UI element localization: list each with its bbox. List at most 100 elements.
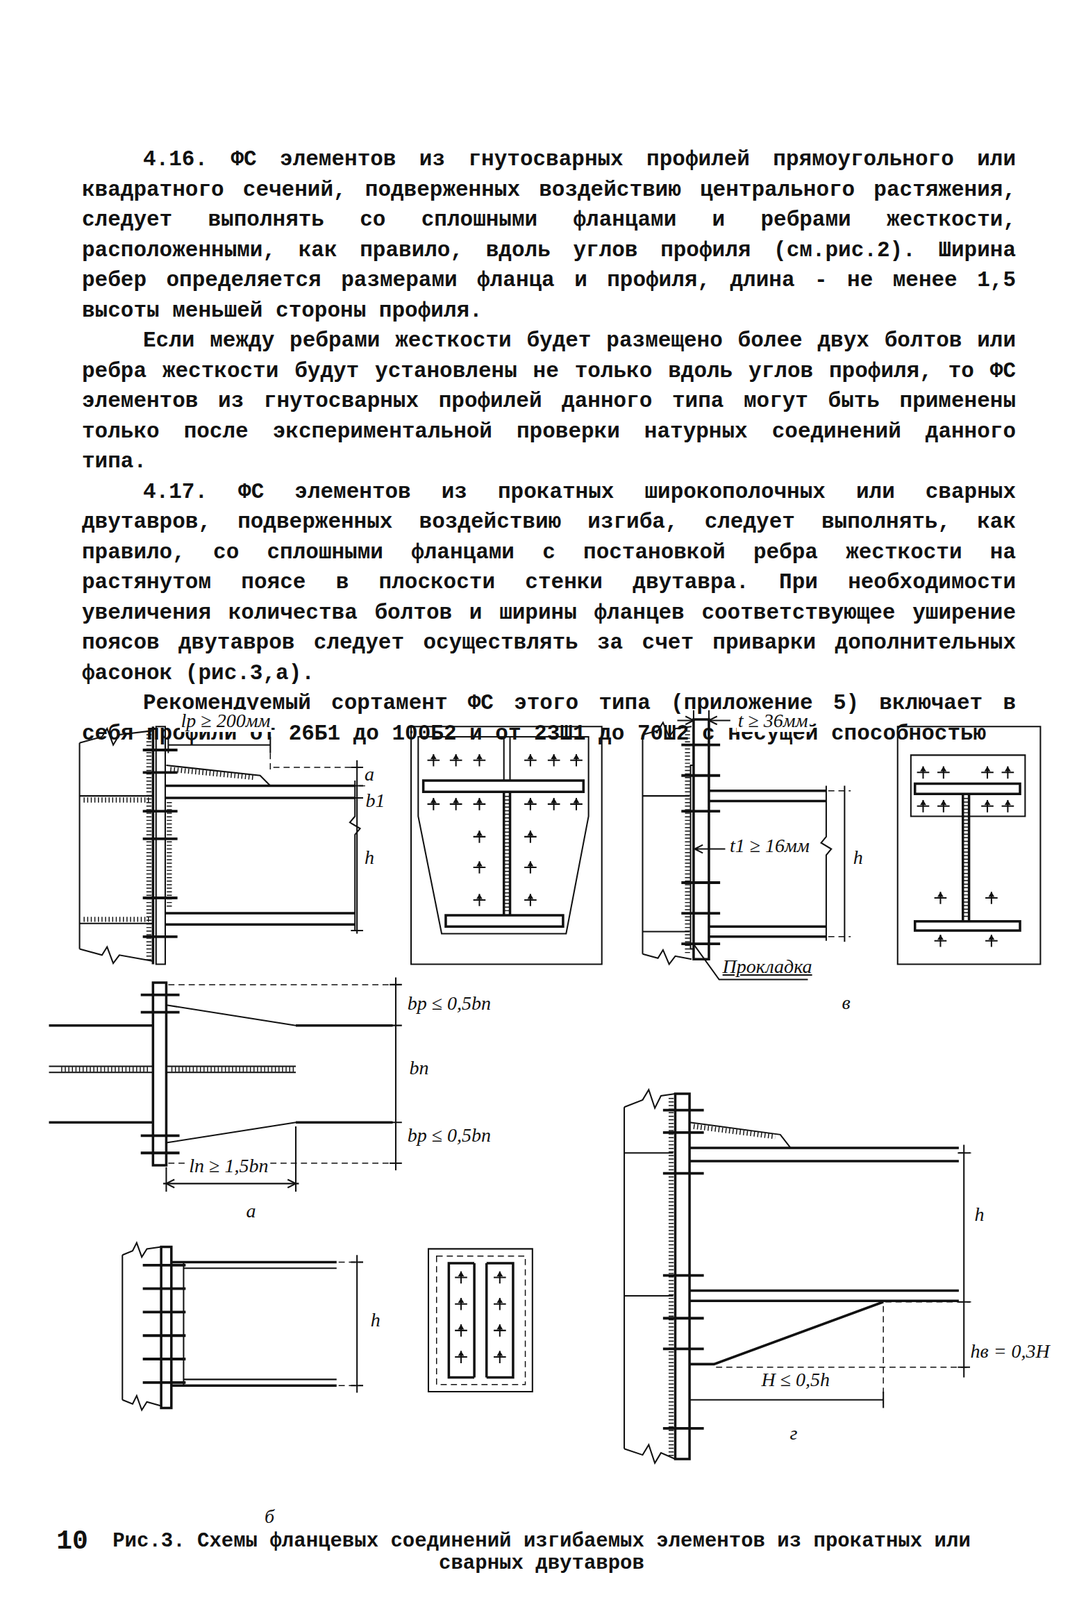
body-paragraph: 4.16. ФС элементов из гнутосварных профи… [81, 144, 1016, 326]
plan-view-a-line [140, 995, 180, 1154]
plan-view-a-line [49, 1065, 154, 1073]
bolt-symbols-line [473, 893, 487, 907]
bolt-symbols-line [985, 934, 998, 948]
front-view-widened-flange-line [423, 780, 584, 792]
bolt-symbols-line [430, 797, 437, 803]
bolt-symbols-line [496, 1297, 503, 1303]
double-channel-b-line [338, 1261, 364, 1386]
bolt-symbols [427, 754, 1015, 1364]
bolt-symbols-line [527, 893, 534, 899]
bolt-symbols-line [458, 1324, 465, 1329]
double-channel-b-line [122, 1395, 162, 1411]
figure-letter: в [840, 991, 852, 1014]
bolt-symbols-line [454, 1350, 468, 1364]
bolt-symbols-line [917, 766, 930, 780]
bolt-symbols-line [527, 754, 534, 759]
bolt-symbols-line [547, 754, 561, 767]
bolt-symbols-line [988, 934, 995, 940]
plan-view-a-line [389, 977, 403, 1171]
bolt-symbols-line [527, 797, 534, 803]
body-paragraph: Если между ребрами жесткости будет разме… [81, 325, 1016, 478]
body-paragraph: 4.17. ФС элементов из прокатных широкопо… [81, 477, 1016, 689]
bolt-symbols-line [981, 799, 994, 813]
plan-view-a-line [163, 1126, 299, 1192]
bolt-symbols-line [934, 891, 948, 905]
elevation-thick-flange-line [684, 730, 690, 955]
bolt-symbols-line [452, 797, 459, 803]
bolt-symbols-line [458, 1271, 465, 1277]
front-view-v-line [963, 797, 968, 918]
bolt-symbols-line [449, 797, 463, 811]
bolt-symbols-line [496, 1271, 503, 1277]
double-channel-b-line [436, 1256, 526, 1385]
double-channel-b-line [350, 1254, 364, 1393]
elevation-rib-top-line [79, 742, 81, 950]
bolt-symbols-line [449, 754, 463, 767]
plan-view-a-line [171, 1066, 294, 1072]
bolt-symbols-line [452, 754, 459, 759]
bolt-symbols-line [920, 766, 927, 772]
bolt-symbols-line [934, 934, 948, 948]
front-view-v [897, 726, 1041, 964]
elevation-haunch-g-line [663, 1110, 705, 1429]
dimension-label: h [851, 846, 865, 869]
bolt-symbols-line [493, 1350, 507, 1364]
elevation-thick-flange-line [642, 795, 690, 932]
bolt-symbols-line [988, 891, 995, 897]
bolt-symbols-line [476, 893, 483, 899]
elevation-rib-top [79, 726, 368, 964]
bolt-symbols-line [985, 891, 998, 905]
bolt-symbols-line [550, 754, 557, 759]
elevation-haunch-g-line [957, 1144, 971, 1378]
page-number: 10 [54, 1526, 90, 1557]
bolt-symbols-line [937, 766, 950, 780]
double-channel-b-line [122, 1242, 162, 1258]
elevation-rib-top-line [273, 767, 368, 786]
elevation-haunch-g-line [693, 1126, 776, 1137]
elevation-rib-top-line [79, 947, 154, 964]
elevation-haunch-g [624, 1089, 971, 1464]
elevation-haunch-g-line [689, 1301, 884, 1365]
bolt-symbols-line [476, 797, 483, 803]
dimension-label: b1 [363, 789, 387, 812]
elevation-haunch-g-line [623, 1106, 625, 1449]
elevation-rib-top-line [350, 760, 364, 934]
elevation-rib-top-line [156, 726, 166, 964]
elevation-haunch-g-line [624, 1089, 675, 1108]
dimension-label: bп [408, 1056, 431, 1080]
elevation-haunch-g-line [668, 1097, 674, 1457]
bolt-symbols-line [427, 754, 441, 767]
bolt-symbols-line [473, 797, 487, 811]
figure-letter: г [788, 1422, 800, 1445]
bolt-symbols-line [527, 830, 534, 836]
dimension-label: H ≤ 0,5h [759, 1368, 832, 1391]
elevation-thick-flange-line [693, 719, 709, 959]
elevation-haunch-g-line [689, 1147, 959, 1301]
bolt-symbols-line [496, 1324, 503, 1329]
bolt-symbols-line [454, 1324, 468, 1337]
dimension-label: lп ≥ 1,5bп [187, 1154, 270, 1177]
caption-text: Рис.3. Схемы фланцевых соединений изгиба… [112, 1529, 971, 1575]
front-view-v-line [915, 783, 1021, 794]
bolt-symbols-line [427, 797, 441, 811]
bolt-symbols-line [917, 799, 930, 813]
bolt-symbols-line [476, 754, 483, 759]
bolt-symbols-line [1004, 766, 1011, 772]
dimension-label: t1 ≥ 16мм [728, 834, 812, 857]
bolt-symbols-line [940, 766, 947, 772]
bolt-symbols-line [1004, 799, 1011, 805]
dimension-label: hв = 0,3H [969, 1340, 1052, 1363]
bolt-symbols-line [476, 860, 483, 866]
front-view-widened-flange-line [445, 915, 564, 927]
bolt-symbols-line [524, 860, 537, 874]
double-channel-b-line [171, 1261, 337, 1386]
bolt-symbols-line [524, 830, 537, 843]
figure-letter: а [245, 1199, 258, 1223]
double-channel-b-line [428, 1248, 533, 1392]
elevation-thick-flange-line [821, 785, 832, 941]
elevation-rib-top-line [165, 765, 271, 786]
double-channel-b-line [448, 1263, 475, 1378]
bolt-symbols-line [496, 1350, 503, 1356]
bolt-symbols-line [454, 1271, 468, 1284]
bolt-symbols-line [493, 1324, 507, 1337]
